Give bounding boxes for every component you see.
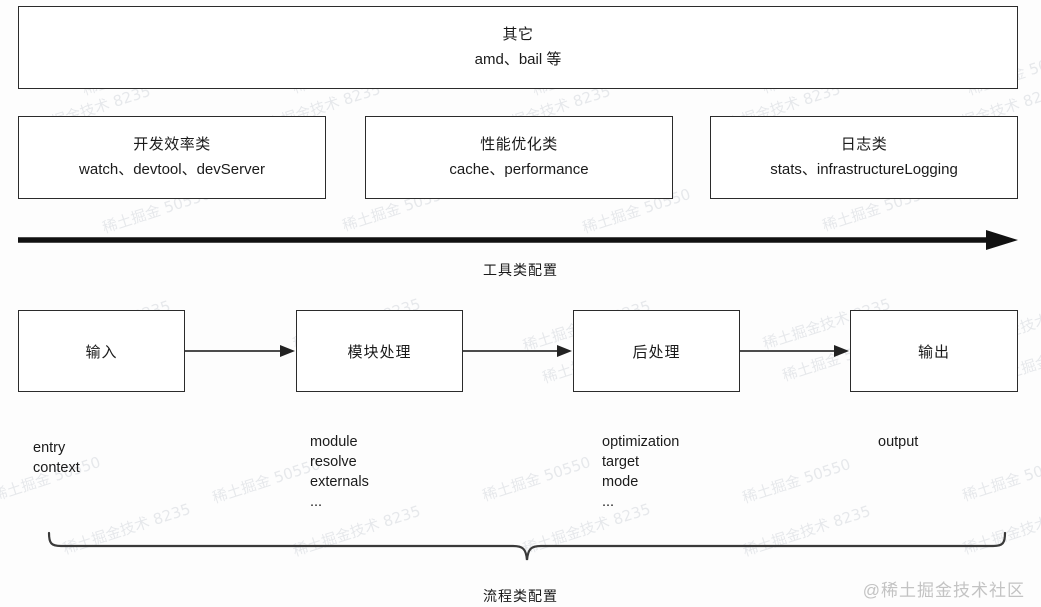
flow-connector-arrow-icon [463,345,572,357]
flow-stage-module-processing[interactable]: 模块处理 [296,310,463,392]
category-box-logging[interactable]: 日志类 stats、infrastructureLogging [710,116,1018,199]
watermark-tile: 稀土掘金 50550 [480,453,593,505]
category-box-title: 性能优化类 [480,135,558,153]
option-item: optimization [602,434,680,450]
flow-stage-post-processing[interactable]: 后处理 [573,310,740,392]
category-box-title: 开发效率类 [133,135,211,153]
tool-config-arrow-label: 工具类配置 [483,262,558,278]
watermark-tile: 稀土掘金 50550 [960,453,1041,505]
option-item: module [310,434,358,450]
flow-connector-arrow-icon [185,345,295,357]
tool-config-arrow-icon [18,230,1018,250]
flow-stage-input[interactable]: 输入 [18,310,185,392]
other-config-subtitle: amd、bail 等 [474,51,562,68]
flow-connector-arrow-icon [740,345,849,357]
other-config-box[interactable]: 其它 amd、bail 等 [18,6,1018,89]
options-list-post-processing: optimization target mode ... [602,432,679,512]
option-item: context [33,460,80,476]
category-box-subtitle: stats、infrastructureLogging [770,161,958,178]
flow-config-brace-label: 流程类配置 [483,588,558,604]
watermark-tile: 稀土掘金 50550 [210,455,323,507]
flow-stage-label: 输入 [85,343,118,361]
option-item: ... [310,494,323,510]
options-list-output: output [878,432,918,452]
option-item: entry [33,440,66,456]
flow-stage-output[interactable]: 输出 [850,310,1018,392]
flow-stage-label: 输出 [917,343,950,361]
other-config-title: 其它 [502,25,534,43]
category-box-performance[interactable]: 性能优化类 cache、performance [365,116,673,199]
option-item: target [602,454,640,470]
option-item: externals [310,474,369,490]
category-box-dev-efficiency[interactable]: 开发效率类 watch、devtool、devServer [18,116,326,199]
options-list-module-processing: module resolve externals ... [310,432,369,512]
option-item: ... [602,494,615,510]
flow-config-brace-icon [47,531,1007,561]
options-list-input: entry context [33,438,80,478]
option-item: resolve [310,454,357,470]
category-box-subtitle: watch、devtool、devServer [79,161,265,178]
flow-stage-label: 模块处理 [347,343,412,361]
category-box-subtitle: cache、performance [449,161,589,178]
category-box-title: 日志类 [840,135,888,153]
watermark-tile: 稀土掘金 50550 [740,455,853,507]
option-item: output [878,434,919,450]
flow-stage-label: 后处理 [632,343,681,361]
option-item: mode [602,474,639,490]
brand-watermark: @稀土掘金技术社区 [862,581,1025,600]
